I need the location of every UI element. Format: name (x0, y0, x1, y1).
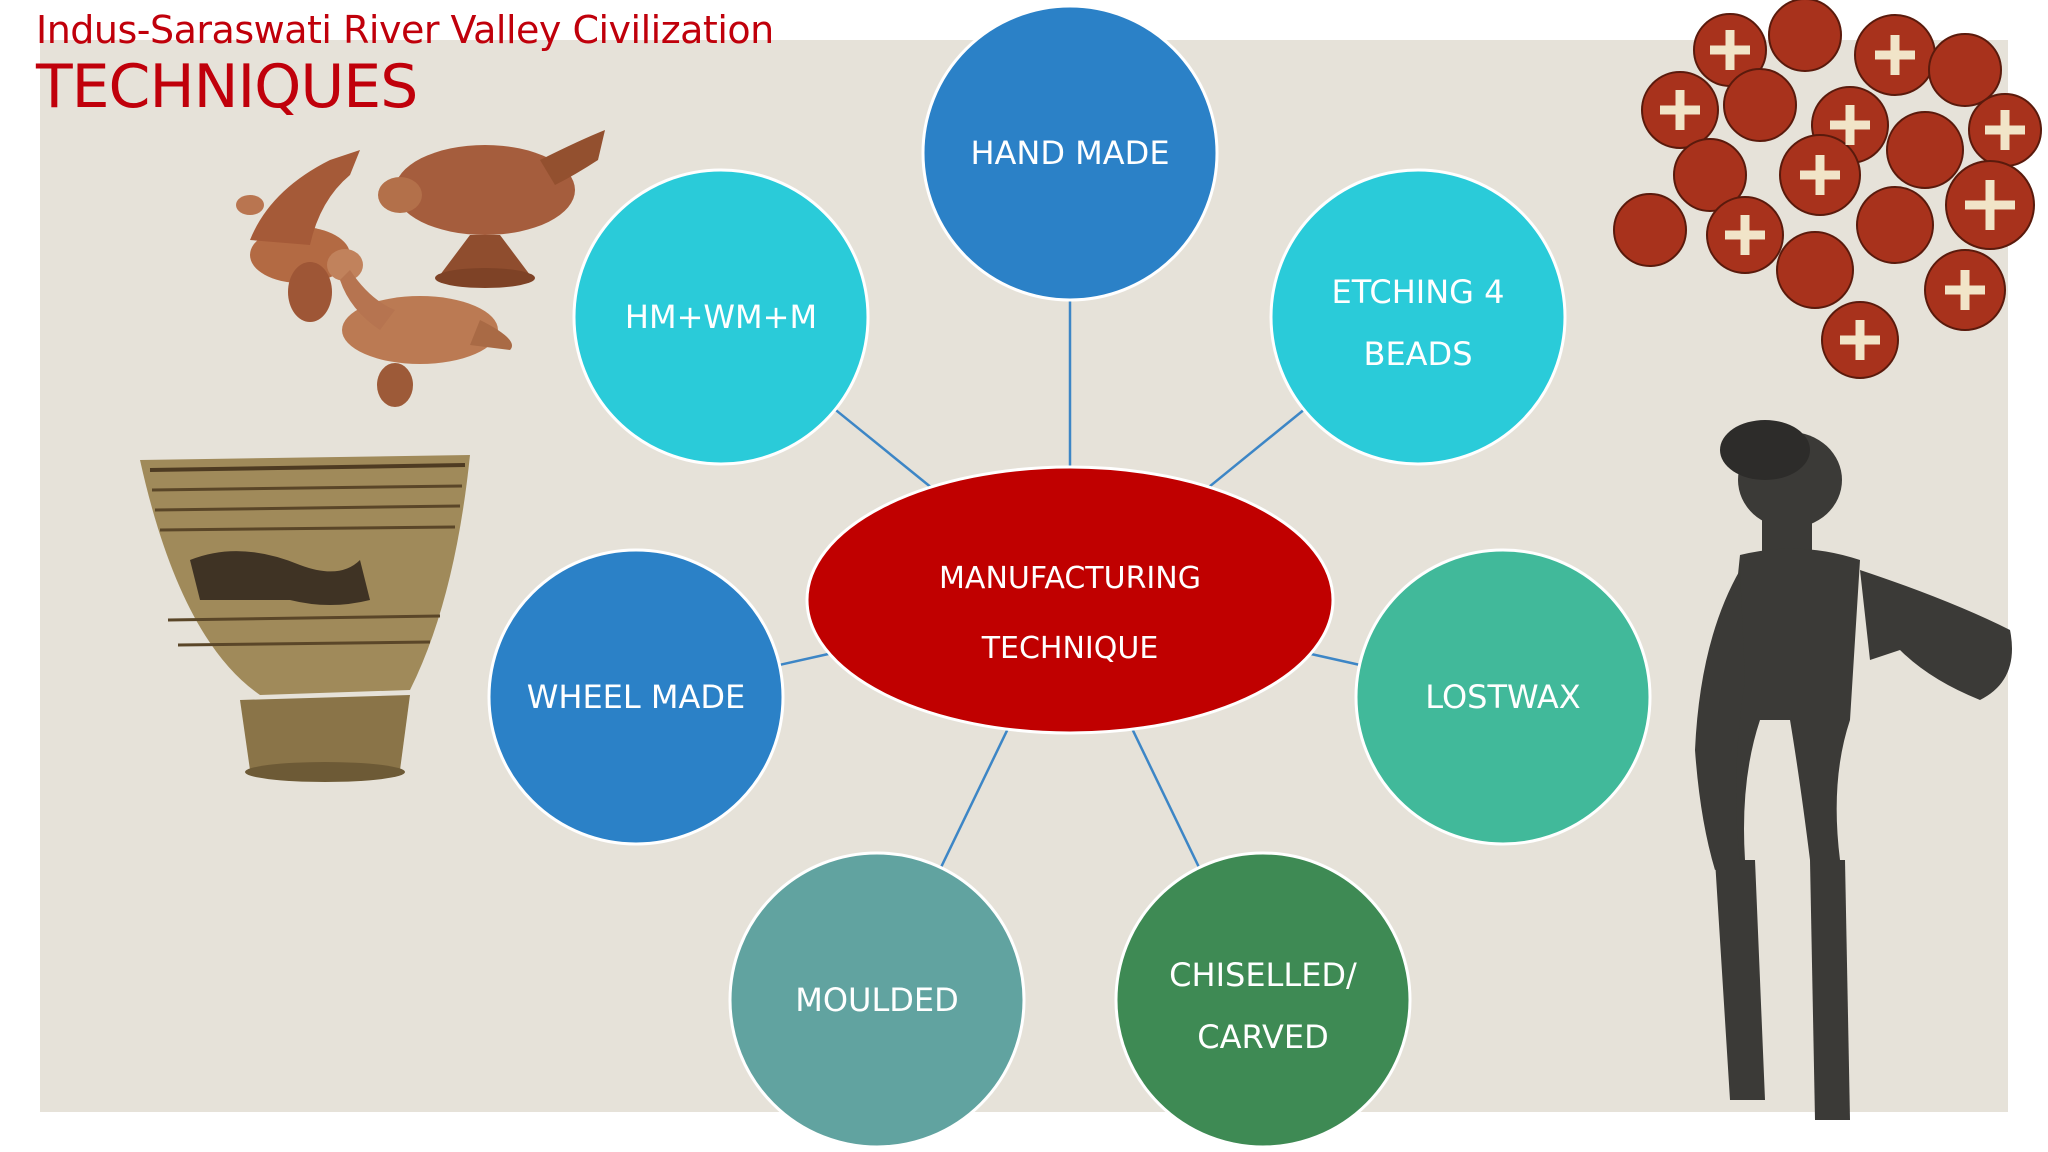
node-label-hand-made: HAND MADE (970, 134, 1169, 172)
center-node-ellipse (805, 465, 1335, 735)
connector-lostwax (1310, 652, 1360, 667)
connector-hm-wm-m (834, 408, 932, 489)
node-hm-wm-m: HM+WM+M (572, 168, 870, 466)
node-label-etching-beads-line2: BEADS (1363, 335, 1472, 373)
node-label-chiselled-carved-line2: CARVED (1197, 1018, 1328, 1056)
node-label-etching-beads: ETCHING 4 (1332, 273, 1505, 311)
node-circle-hand-made (921, 4, 1219, 302)
node-label-lostwax: LOSTWAX (1425, 678, 1580, 716)
node-circle-hm-wm-m (572, 168, 870, 466)
node-label-chiselled-carved: CHISELLED/ (1169, 956, 1357, 994)
node-chiselled-carved: CHISELLED/CARVED (1114, 851, 1412, 1149)
bronze-dancing-girl-statue-image (1695, 420, 2012, 1120)
connector-etching-beads (1208, 408, 1305, 489)
node-label-hm-wm-m: HM+WM+M (625, 298, 817, 336)
node-label-moulded: MOULDED (795, 981, 959, 1019)
node-circle-etching-beads (1269, 168, 1567, 466)
connector-wheel-made (779, 652, 830, 667)
node-circle-lostwax (1354, 548, 1652, 846)
connector-moulded (939, 728, 1009, 869)
connector-chiselled-carved (1131, 728, 1201, 869)
node-lostwax: LOSTWAX (1354, 548, 1652, 846)
terracotta-bird-figurines-image (236, 130, 605, 407)
node-label-wheel-made: WHEEL MADE (527, 678, 746, 716)
center-label-line2: TECHNIQUE (981, 631, 1159, 666)
slide-subtitle: TECHNIQUES (36, 52, 418, 122)
node-circle-chiselled-carved (1114, 851, 1412, 1149)
etched-carnelian-beads-image (1613, 0, 2042, 379)
painted-pottery-vessel-image (140, 455, 470, 782)
node-wheel-made: WHEEL MADE (487, 548, 785, 846)
node-etching-beads: ETCHING 4 BEADS (1269, 168, 1567, 466)
slide-title: Indus-Saraswati River Valley Civilizatio… (36, 8, 774, 52)
node-circle-wheel-made (487, 548, 785, 846)
node-moulded: MOULDED (728, 851, 1026, 1149)
node-hand-made: HAND MADE (921, 4, 1219, 302)
center-label-line1: MANUFACTURING (939, 561, 1201, 596)
node-circle-moulded (728, 851, 1026, 1149)
